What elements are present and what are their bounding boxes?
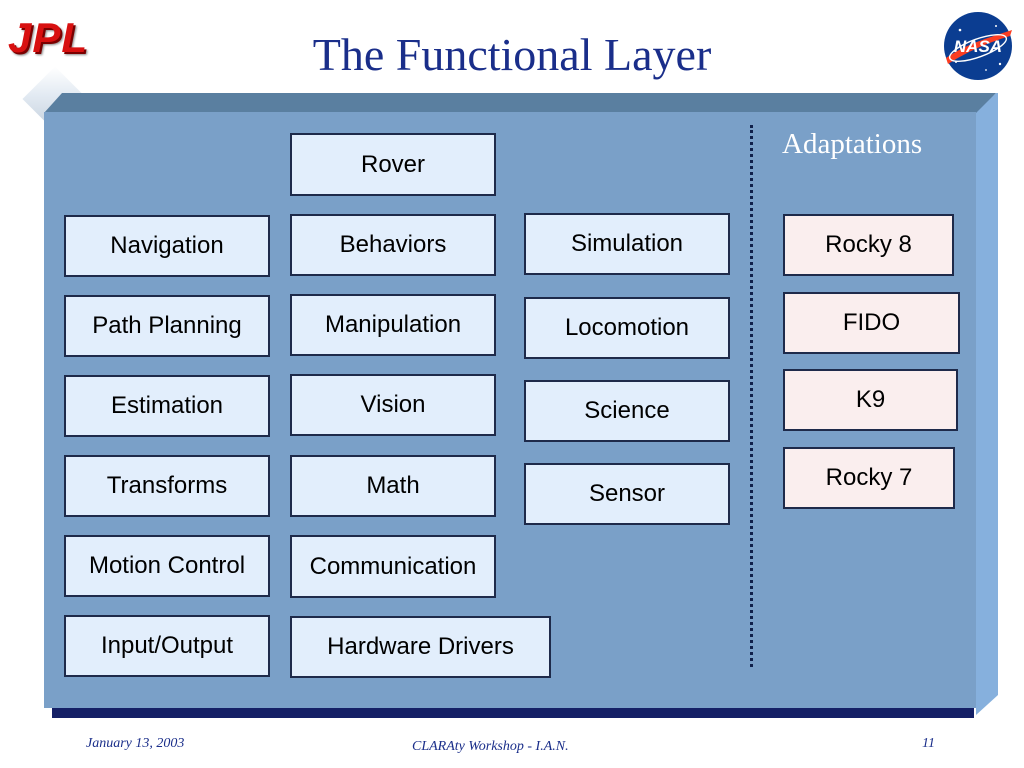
adaptations-divider: [750, 125, 753, 667]
module-rover: Rover: [290, 133, 496, 196]
nasa-logo-text: NASA: [954, 37, 1002, 56]
footer-page-number: 11: [922, 736, 935, 751]
adaptation-fido: FIDO: [783, 292, 960, 354]
module-transforms: Transforms: [64, 455, 270, 517]
adaptation-rocky7: Rocky 7: [783, 447, 955, 509]
panel-bottom-shadow: [52, 708, 974, 718]
module-manipulation: Manipulation: [290, 294, 496, 356]
nasa-logo: NASA: [940, 8, 1016, 84]
module-path-planning: Path Planning: [64, 295, 270, 357]
slide-title: The Functional Layer: [312, 29, 712, 80]
adaptation-rocky8: Rocky 8: [783, 214, 954, 276]
module-sensor: Sensor: [524, 463, 730, 525]
module-estimation: Estimation: [64, 375, 270, 437]
module-motion-control: Motion Control: [64, 535, 270, 597]
footer-presentation: CLARAty Workshop - I.A.N.: [412, 739, 569, 754]
panel-top-face: [44, 93, 996, 113]
module-behaviors: Behaviors: [290, 214, 496, 276]
panel-right-face: [976, 93, 998, 715]
module-science: Science: [524, 380, 730, 442]
module-math: Math: [290, 455, 496, 517]
footer-date: January 13, 2003: [86, 736, 185, 751]
module-locomotion: Locomotion: [524, 297, 730, 359]
module-communication: Communication: [290, 535, 496, 598]
module-vision: Vision: [290, 374, 496, 436]
adaptations-heading: Adaptations: [782, 128, 923, 160]
module-hardware-drivers: Hardware Drivers: [290, 616, 551, 678]
module-navigation: Navigation: [64, 215, 270, 277]
jpl-logo: JPL: [8, 14, 89, 61]
module-input-output: Input/Output: [64, 615, 270, 677]
adaptation-k9: K9: [783, 369, 958, 431]
nasa-meatball-icon: NASA: [944, 12, 1012, 80]
module-simulation: Simulation: [524, 213, 730, 275]
